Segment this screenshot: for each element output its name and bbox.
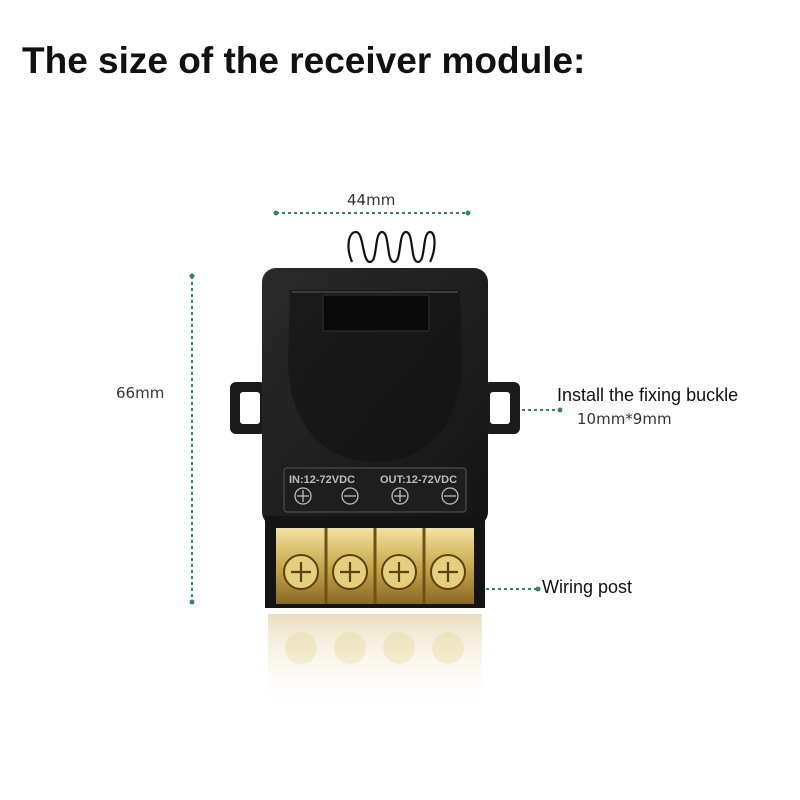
out-minus-icon — [441, 487, 459, 505]
module-reflection — [268, 614, 482, 710]
in-plus-icon — [294, 487, 312, 505]
out-voltage-label: OUT:12-72VDC — [380, 474, 457, 486]
wiring-terminal-block — [265, 516, 485, 608]
antenna-coil — [347, 230, 436, 264]
width-dimension-line — [273, 210, 471, 216]
fixing-buckle-right — [484, 382, 520, 434]
terminal-panel: IN:12-72VDC OUT:12-72VDC — [283, 467, 467, 513]
height-dimension-line — [189, 273, 195, 605]
buckle-size-label: 10mm*9mm — [577, 410, 672, 428]
buckle-callout-line — [522, 407, 563, 413]
wiring-callout-line — [486, 586, 541, 592]
in-minus-icon — [341, 487, 359, 505]
height-label: 66mm — [116, 384, 165, 402]
module-body — [262, 268, 488, 526]
page-title: The size of the receiver module: — [22, 40, 586, 81]
fixing-buckle-left — [230, 382, 266, 434]
label-window — [322, 294, 430, 332]
out-plus-icon — [391, 487, 409, 505]
width-label: 44mm — [347, 191, 396, 209]
in-voltage-label: IN:12-72VDC — [289, 474, 355, 486]
wiring-callout-label: Wiring post — [542, 577, 633, 597]
buckle-callout-label: Install the fixing buckle — [557, 385, 739, 405]
